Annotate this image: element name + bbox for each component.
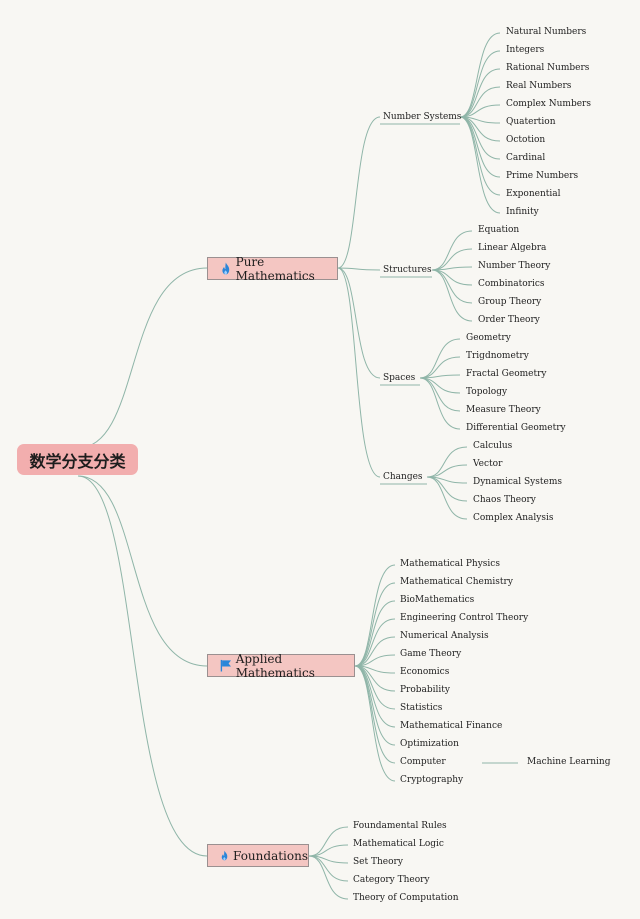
leaf-topic[interactable]: Prime Numbers bbox=[506, 171, 579, 181]
edge bbox=[426, 464, 468, 478]
edge bbox=[431, 269, 473, 304]
leaf-topic[interactable]: Quatertion bbox=[506, 117, 556, 127]
edge bbox=[77, 267, 208, 449]
edge bbox=[308, 844, 349, 857]
leaf-topic[interactable]: Natural Numbers bbox=[506, 27, 587, 37]
edge bbox=[419, 377, 461, 412]
edge bbox=[354, 665, 396, 746]
edge bbox=[459, 116, 501, 214]
leaf-topic[interactable]: Foundamental Rules bbox=[353, 821, 447, 831]
branch-label: Applied Mathematics bbox=[235, 651, 315, 680]
leaf-topic[interactable]: Optimization bbox=[400, 739, 459, 749]
leaf-topic[interactable]: Dynamical Systems bbox=[473, 477, 562, 487]
leaf-topic[interactable]: Numerical Analysis bbox=[400, 631, 489, 641]
leaf-topic[interactable]: Group Theory bbox=[478, 297, 542, 307]
leaf-topic[interactable]: Mathematical Physics bbox=[400, 559, 500, 569]
edge bbox=[431, 248, 473, 271]
leaf-topic[interactable]: Integers bbox=[506, 45, 545, 55]
edge bbox=[308, 855, 349, 882]
leaf-topic[interactable]: Mathematical Logic bbox=[353, 839, 444, 849]
leaf-topic[interactable]: Linear Algebra bbox=[478, 243, 547, 253]
edge bbox=[337, 267, 381, 271]
branch-label: Pure Mathematics bbox=[235, 254, 315, 283]
flag-icon bbox=[220, 659, 231, 672]
leaf-topic[interactable]: Machine Learning bbox=[527, 757, 611, 767]
leaf-topic[interactable]: Topology bbox=[466, 387, 508, 397]
edge bbox=[308, 855, 349, 900]
leaf-topic[interactable]: Mathematical Chemistry bbox=[400, 577, 513, 587]
leaf-topic[interactable]: Probability bbox=[400, 685, 451, 695]
leaf-topic[interactable]: BioMathematics bbox=[400, 595, 475, 605]
fire-icon bbox=[221, 850, 228, 861]
branch-pure-mathematics[interactable]: Pure Mathematics bbox=[207, 254, 338, 283]
leaf-topic[interactable]: Set Theory bbox=[353, 857, 403, 867]
edge bbox=[459, 86, 501, 118]
leaf-topic[interactable]: Chaos Theory bbox=[473, 495, 536, 505]
subtopic-spaces[interactable]: Spaces bbox=[383, 373, 416, 383]
leaf-topic[interactable]: Fractal Geometry bbox=[466, 369, 547, 379]
leaf-topic[interactable]: Cardinal bbox=[506, 153, 546, 163]
edge bbox=[419, 338, 461, 379]
subtopic-changes[interactable]: Changes bbox=[383, 472, 423, 482]
leaf-topic[interactable]: Real Numbers bbox=[506, 81, 572, 91]
edge bbox=[431, 269, 473, 322]
leaf-topic[interactable]: Order Theory bbox=[478, 315, 540, 325]
edge bbox=[337, 116, 381, 269]
leaf-topic[interactable]: Geometry bbox=[466, 333, 511, 343]
leaf-topic[interactable]: Exponential bbox=[506, 189, 561, 199]
edge bbox=[459, 32, 501, 118]
edge bbox=[459, 116, 501, 178]
leaf-topic[interactable]: Calculus bbox=[473, 441, 513, 451]
leaf-topic[interactable]: Rational Numbers bbox=[506, 63, 590, 73]
edge bbox=[337, 267, 381, 478]
edge bbox=[77, 475, 208, 857]
subtopic-structures[interactable]: Structures bbox=[383, 265, 432, 275]
edge bbox=[354, 582, 396, 667]
leaf-topic[interactable]: Game Theory bbox=[400, 649, 462, 659]
subtopic-number-systems[interactable]: Number Systems bbox=[383, 112, 462, 122]
leaf-topic[interactable]: Complex Analysis bbox=[473, 513, 554, 523]
edge bbox=[354, 564, 396, 667]
leaf-topic[interactable]: Mathematical Finance bbox=[400, 721, 503, 731]
leaf-topic[interactable]: Economics bbox=[400, 667, 450, 677]
edge bbox=[354, 636, 396, 667]
leaf-topic[interactable]: Number Theory bbox=[478, 261, 551, 271]
leaf-topic[interactable]: Engineering Control Theory bbox=[400, 613, 529, 623]
leaf-topic[interactable]: Equation bbox=[478, 225, 520, 235]
edge bbox=[459, 50, 501, 118]
leaf-topic[interactable]: Statistics bbox=[400, 703, 443, 713]
branch-label: Foundations bbox=[233, 848, 308, 863]
edge bbox=[426, 446, 468, 478]
leaf-topic[interactable]: Octotion bbox=[506, 135, 546, 145]
leaf-topic[interactable]: Cryptography bbox=[400, 775, 464, 785]
root-topic[interactable]: 数学分支分类 bbox=[17, 444, 138, 475]
branch-applied-mathematics[interactable]: Applied Mathematics bbox=[207, 651, 355, 680]
edge bbox=[77, 475, 208, 667]
leaf-topic[interactable]: Theory of Computation bbox=[353, 893, 459, 903]
edge bbox=[354, 600, 396, 667]
leaf-topic[interactable]: Category Theory bbox=[353, 875, 430, 885]
leaf-topic[interactable]: Vector bbox=[473, 459, 503, 469]
edge bbox=[419, 356, 461, 379]
branch-foundations[interactable]: Foundations bbox=[207, 844, 309, 867]
edge bbox=[419, 377, 461, 430]
leaf-topic[interactable]: Computer bbox=[400, 757, 446, 767]
leaf-topic[interactable]: Infinity bbox=[506, 207, 539, 217]
fire-icon bbox=[222, 262, 230, 275]
edge bbox=[354, 665, 396, 782]
edge bbox=[431, 230, 473, 271]
edge bbox=[308, 826, 349, 857]
edge bbox=[426, 476, 468, 520]
leaf-topic[interactable]: Complex Numbers bbox=[506, 99, 591, 109]
edge bbox=[459, 116, 501, 196]
leaf-topic[interactable]: Combinatorics bbox=[478, 279, 545, 289]
leaf-topic[interactable]: Measure Theory bbox=[466, 405, 541, 415]
edge bbox=[337, 267, 381, 379]
leaf-topic[interactable]: Differential Geometry bbox=[466, 423, 566, 433]
edge bbox=[354, 665, 396, 728]
leaf-topic[interactable]: Trigdnometry bbox=[466, 351, 529, 361]
